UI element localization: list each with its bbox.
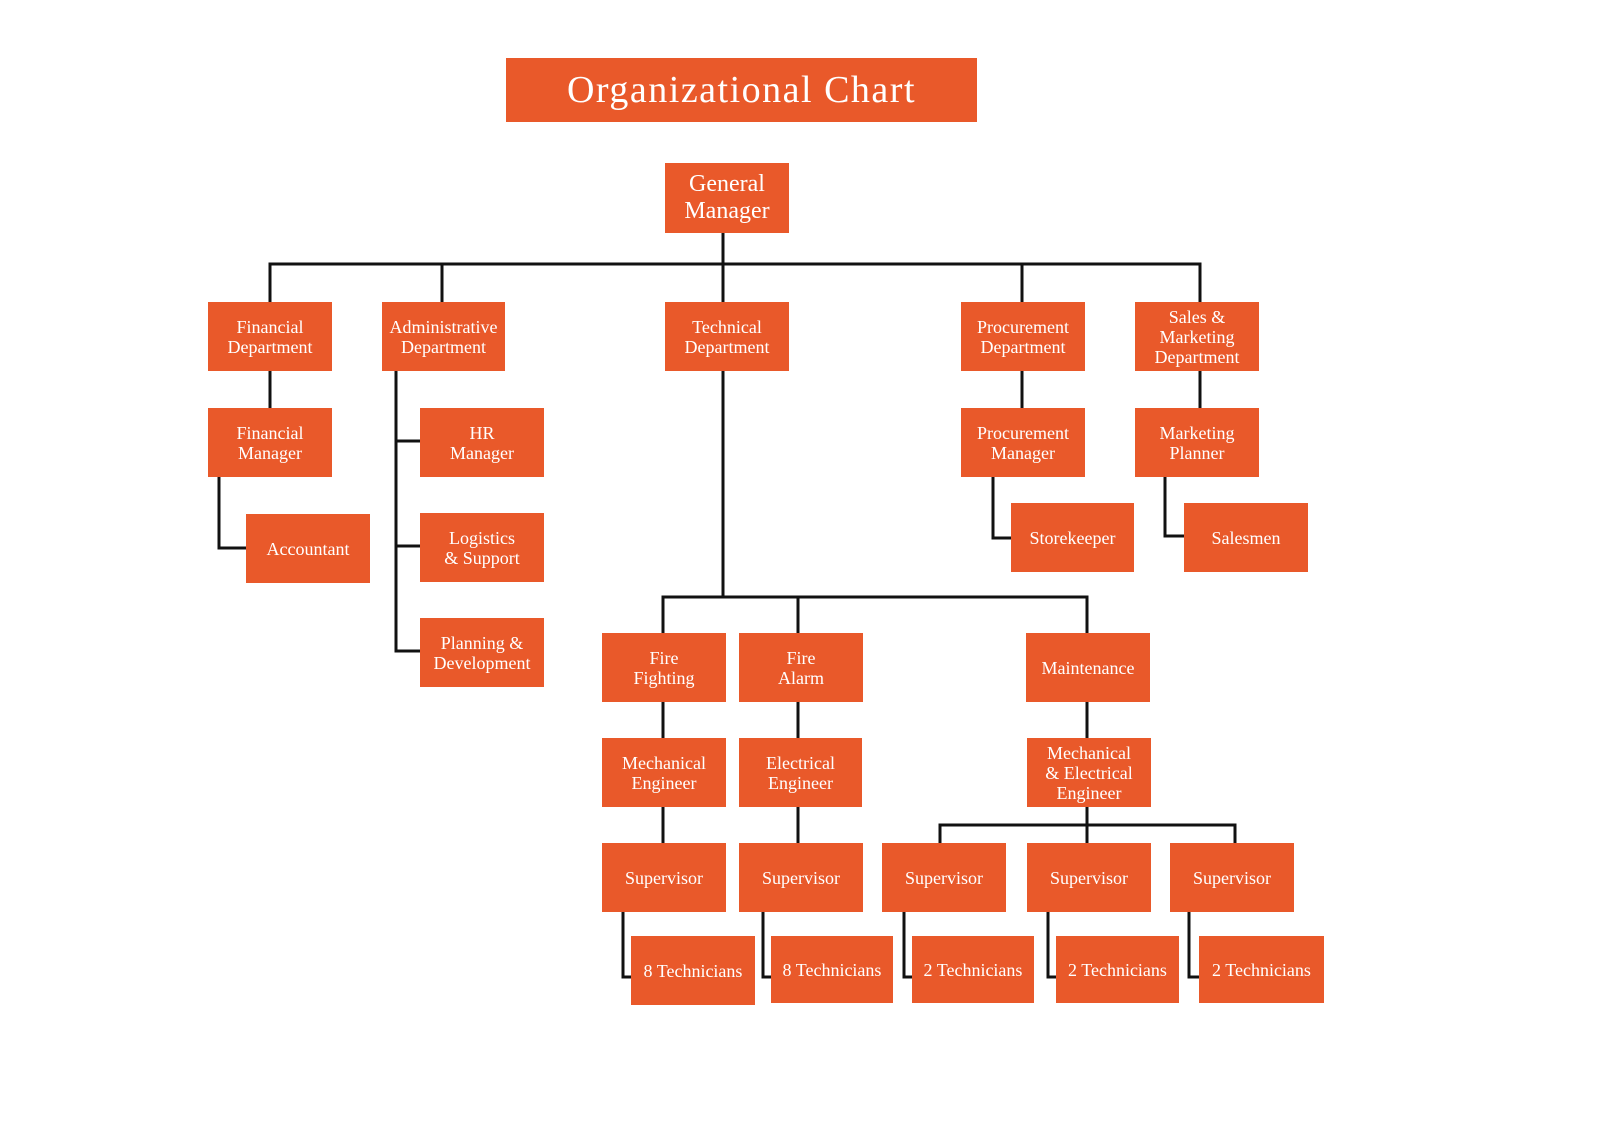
node-financial-manager: Financial Manager (208, 408, 332, 477)
node-technicians: 2 Technicians (912, 936, 1034, 1003)
node-technicians: 2 Technicians (1056, 936, 1179, 1003)
node-fire-fighting: Fire Fighting (602, 633, 726, 702)
node-mechanical-electrical-engineer: Mechanical & Electrical Engineer (1027, 738, 1151, 807)
node-salesmen: Salesmen (1184, 503, 1308, 572)
node-supervisor: Supervisor (882, 843, 1006, 912)
connector-line (1046, 910, 1058, 979)
connector-line (902, 910, 914, 979)
node-electrical-engineer: Electrical Engineer (739, 738, 862, 807)
node-technicians: 8 Technicians (771, 936, 893, 1003)
node-procurement-manager: Procurement Manager (961, 408, 1085, 477)
node-planning-development: Planning & Development (420, 618, 544, 687)
node-procurement-department: Procurement Department (961, 302, 1085, 371)
node-technicians: 8 Technicians (631, 936, 755, 1005)
node-hr-manager: HR Manager (420, 408, 544, 477)
node-administrative-department: Administrative Department (382, 302, 505, 371)
node-technicians: 2 Technicians (1199, 936, 1324, 1003)
node-logistics-support: Logistics & Support (420, 513, 544, 582)
connector-line (217, 475, 248, 550)
node-technical-department: Technical Department (665, 302, 789, 371)
node-fire-alarm: Fire Alarm (739, 633, 863, 702)
node-supervisor: Supervisor (739, 843, 863, 912)
connector-line (761, 910, 773, 979)
node-supervisor: Supervisor (1170, 843, 1294, 912)
connector-line (1187, 910, 1201, 979)
connector-line (1163, 475, 1186, 538)
node-supervisor: Supervisor (602, 843, 726, 912)
node-marketing-planner: Marketing Planner (1135, 408, 1259, 477)
node-sales-marketing-department: Sales & Marketing Department (1135, 302, 1259, 371)
node-supervisor: Supervisor (1027, 843, 1151, 912)
chart-title: Organizational Chart (506, 58, 977, 122)
connector-line (621, 910, 633, 979)
connector-line (991, 475, 1013, 540)
node-financial-department: Financial Department (208, 302, 332, 371)
node-storekeeper: Storekeeper (1011, 503, 1134, 572)
node-mechanical-engineer: Mechanical Engineer (602, 738, 726, 807)
node-maintenance: Maintenance (1026, 633, 1150, 702)
node-general-manager: General Manager (665, 163, 789, 233)
node-accountant: Accountant (246, 514, 370, 583)
